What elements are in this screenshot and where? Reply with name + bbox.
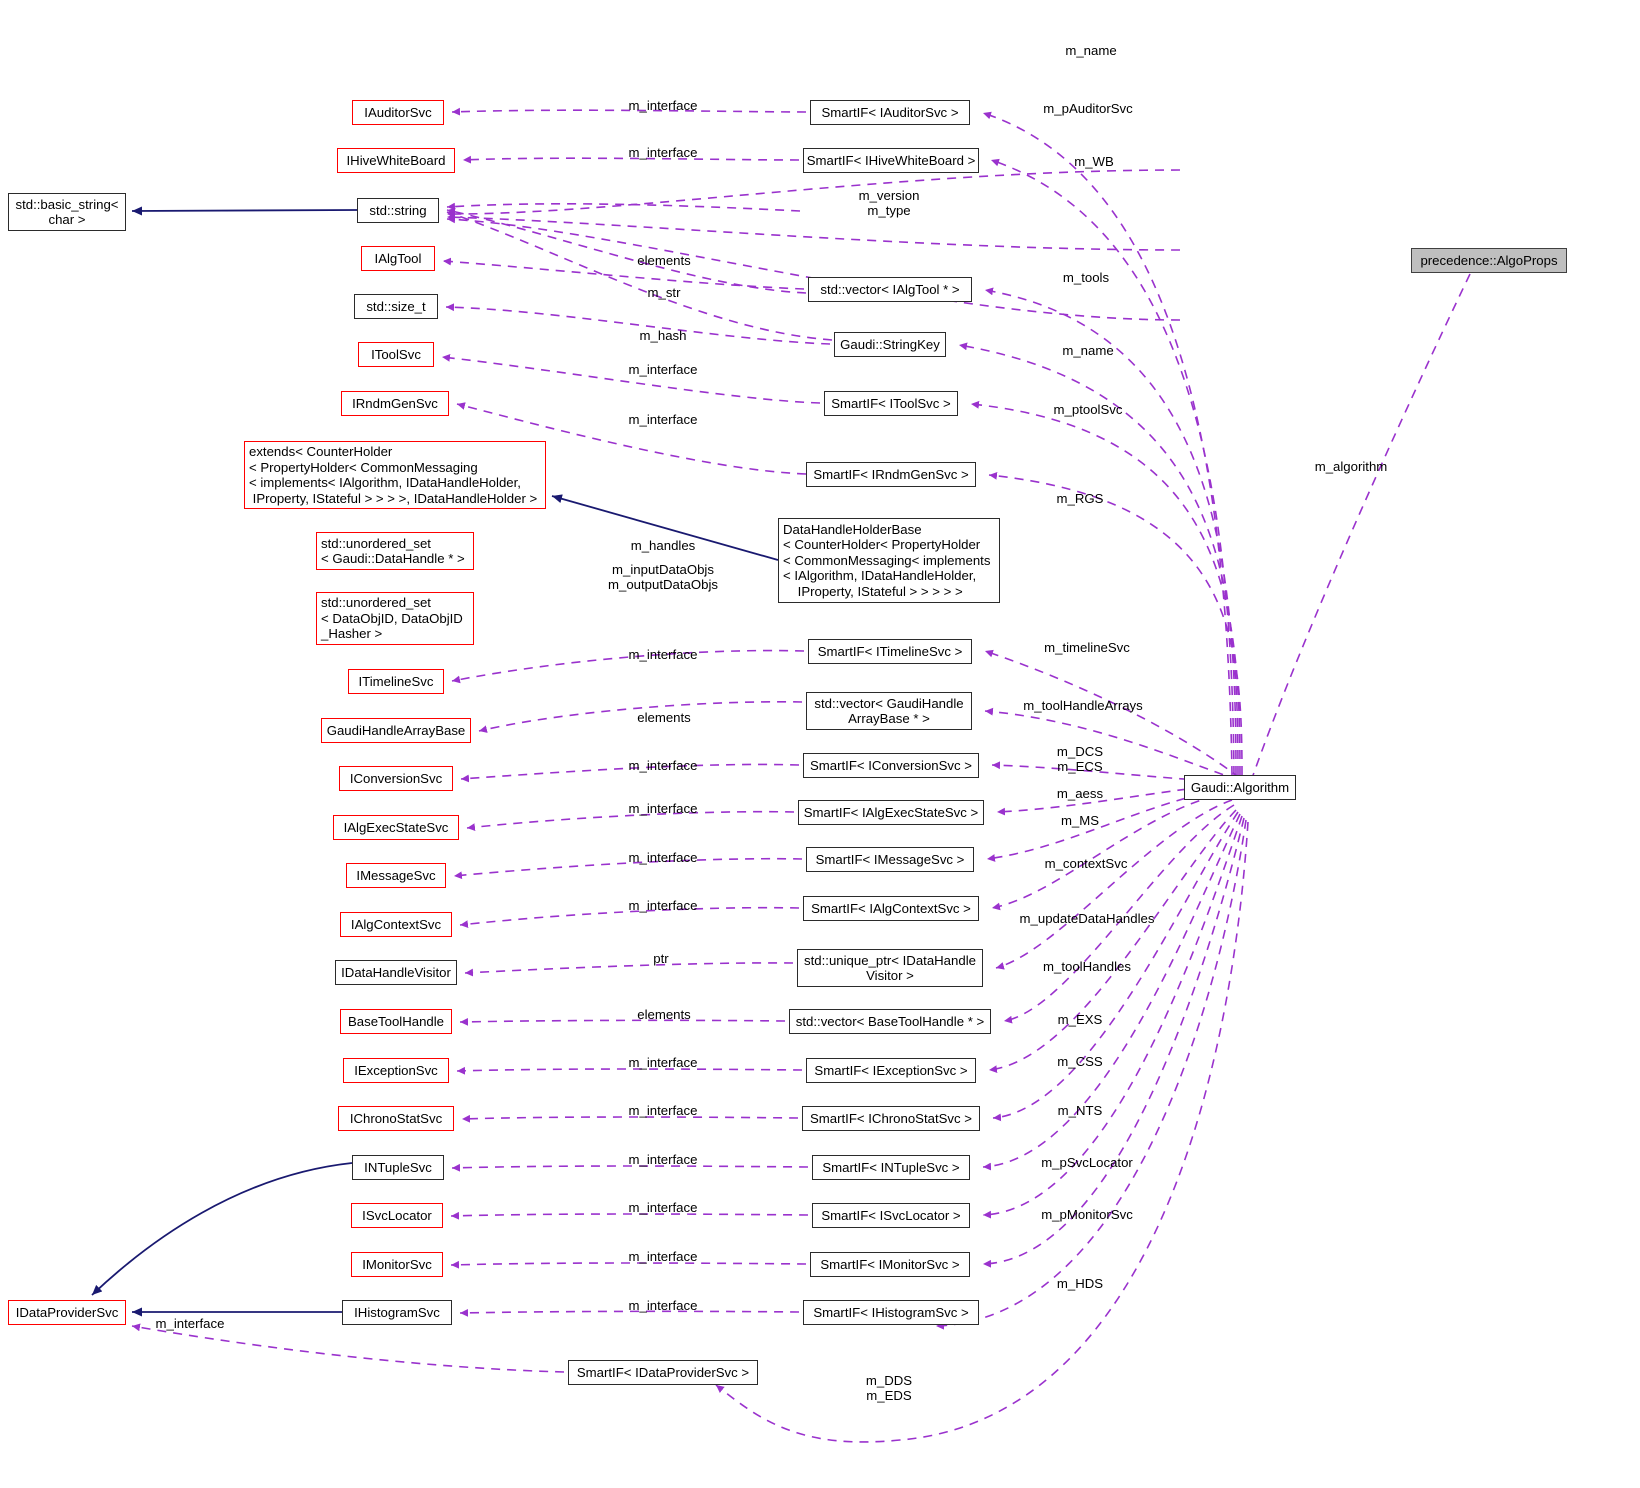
edge-label: m_HDS <box>1056 1276 1104 1291</box>
class-node-ialgtool[interactable]: IAlgTool <box>361 246 435 271</box>
edge-label: m_interface <box>628 362 698 377</box>
edge-label: m_interface <box>628 1200 698 1215</box>
class-node-smartif_idataprov[interactable]: SmartIF< IDataProviderSvc > <box>568 1360 758 1385</box>
class-node-ihistogramsvc[interactable]: IHistogramSvc <box>342 1300 452 1325</box>
class-node-uset_dataobjid[interactable]: std::unordered_set < DataObjID, DataObjI… <box>316 592 474 645</box>
edge-label: m_name <box>1062 343 1114 358</box>
class-node-irndmgensvc[interactable]: IRndmGenSvc <box>341 391 449 416</box>
edge-label: m_WB <box>1074 154 1114 169</box>
class-node-intuplesvc[interactable]: INTupleSvc <box>352 1155 444 1180</box>
class-node-extends[interactable]: extends< CounterHolder < PropertyHolder<… <box>244 441 546 509</box>
edge-label: m_tools <box>1062 270 1110 285</box>
edge-label: m_DDS m_EDS <box>865 1373 913 1403</box>
class-node-smartif_ialgexec[interactable]: SmartIF< IAlgExecStateSvc > <box>798 800 984 825</box>
edge-label: m_NTS <box>1057 1103 1103 1118</box>
edge-label: m_str <box>647 285 681 300</box>
edge-label: m_interface <box>628 1152 698 1167</box>
class-node-smartif_itoolsvc[interactable]: SmartIF< IToolSvc > <box>824 391 958 416</box>
class-node-iexceptionsvc[interactable]: IExceptionSvc <box>343 1058 449 1083</box>
edge-label: m_CSS <box>1057 1054 1103 1069</box>
class-node-itimelinesvc[interactable]: ITimelineSvc <box>348 669 444 694</box>
class-node-gaudi_stringkey[interactable]: Gaudi::StringKey <box>834 332 946 357</box>
edge-label: m_interface <box>155 1316 225 1331</box>
edge-label: m_interface <box>628 1249 698 1264</box>
edge-label: m_interface <box>628 412 698 427</box>
class-node-idataprovidersvc[interactable]: IDataProviderSvc <box>8 1300 126 1325</box>
class-node-smartif_ichronosvc[interactable]: SmartIF< IChronoStatSvc > <box>802 1106 980 1131</box>
edge-label: ptr <box>653 951 669 966</box>
class-node-algoprops[interactable]: precedence::AlgoProps <box>1411 248 1567 273</box>
class-node-smartif_itimelinesvc[interactable]: SmartIF< ITimelineSvc > <box>808 639 972 664</box>
edge-label: m_toolHandleArrays <box>1023 698 1143 713</box>
edge-label: m_toolHandles <box>1043 959 1131 974</box>
class-node-itoolsvc[interactable]: IToolSvc <box>358 342 434 367</box>
class-node-iauditorsvc[interactable]: IAuditorSvc <box>352 100 444 125</box>
class-node-smartif_imonitorsvc[interactable]: SmartIF< IMonitorSvc > <box>810 1252 970 1277</box>
edge-label: m_RGS <box>1056 491 1104 506</box>
class-node-basic_string[interactable]: std::basic_string< char > <box>8 193 126 231</box>
edge-label: m_timelineSvc <box>1044 640 1130 655</box>
edge-label: m_pAuditorSvc <box>1043 101 1133 116</box>
edge-label: m_interface <box>628 850 698 865</box>
class-node-vector_ghab[interactable]: std::vector< GaudiHandle ArrayBase * > <box>806 692 972 730</box>
class-node-ichronostatsvc[interactable]: IChronoStatSvc <box>338 1106 454 1131</box>
edge-label: m_interface <box>628 1298 698 1313</box>
class-node-vector_ialgtool[interactable]: std::vector< IAlgTool * > <box>808 277 972 302</box>
edge-label: m_name <box>1065 43 1117 58</box>
class-node-basetoolhandle[interactable]: BaseToolHandle <box>340 1009 452 1034</box>
edge-label: elements <box>637 1007 691 1022</box>
edge-label: m_aess <box>1056 786 1104 801</box>
class-node-ialgexecstatesvc[interactable]: IAlgExecStateSvc <box>333 815 459 840</box>
edge-label: m_hash <box>639 328 687 343</box>
class-node-stdstring[interactable]: std::string <box>357 198 439 223</box>
edge-label: m_interface <box>628 1055 698 1070</box>
edge-label: m_DCS m_ECS <box>1056 744 1104 774</box>
class-node-smartif_ialgctxsvc[interactable]: SmartIF< IAlgContextSvc > <box>803 896 979 921</box>
edge-label: m_algorithm <box>1314 459 1388 474</box>
edge-label: elements <box>637 710 691 725</box>
edge-label: m_interface <box>628 898 698 913</box>
edge-label: m_version m_type <box>858 188 920 218</box>
class-node-vector_basetool[interactable]: std::vector< BaseToolHandle * > <box>789 1009 991 1034</box>
edge-label: m_EXS <box>1057 1012 1103 1027</box>
class-node-smartif_iexcsvc[interactable]: SmartIF< IExceptionSvc > <box>806 1058 976 1083</box>
edge-label: m_updateDataHandles <box>1019 911 1155 926</box>
edge-label: m_pSvcLocator <box>1041 1155 1133 1170</box>
class-node-uset_handle[interactable]: std::unordered_set < Gaudi::DataHandle *… <box>316 532 474 570</box>
edge-label: m_interface <box>628 647 698 662</box>
class-node-smartif_iconvsvc[interactable]: SmartIF< IConversionSvc > <box>803 753 979 778</box>
class-node-smartif_isvclocator[interactable]: SmartIF< ISvcLocator > <box>812 1203 970 1228</box>
edge-label: m_MS <box>1060 813 1100 828</box>
class-node-idatahandlevisitor[interactable]: IDataHandleVisitor <box>335 960 457 985</box>
edge-label: m_handles <box>630 538 696 553</box>
edge-label: elements <box>637 253 691 268</box>
class-node-smartif_ihistogram[interactable]: SmartIF< IHistogramSvc > <box>803 1300 979 1325</box>
edge-label: m_interface <box>628 145 698 160</box>
class-node-uniqueptr_idhv[interactable]: std::unique_ptr< IDataHandle Visitor > <box>797 949 983 987</box>
edge-label: m_interface <box>628 98 698 113</box>
class-node-smartif_iauditorsvc[interactable]: SmartIF< IAuditorSvc > <box>810 100 970 125</box>
class-node-smartif_ihivewb[interactable]: SmartIF< IHiveWhiteBoard > <box>803 148 979 173</box>
class-node-dhhb[interactable]: DataHandleHolderBase < CounterHolder< Pr… <box>778 518 1000 603</box>
edge-label: m_interface <box>628 801 698 816</box>
edge-label: m_contextSvc <box>1044 856 1128 871</box>
class-node-gaudihandlearraybase[interactable]: GaudiHandleArrayBase <box>321 718 471 743</box>
edge-label: m_interface <box>628 1103 698 1118</box>
class-node-imessagesvc[interactable]: IMessageSvc <box>346 863 446 888</box>
class-node-smartif_intuplesvc[interactable]: SmartIF< INTupleSvc > <box>812 1155 970 1180</box>
edge-label: m_pMonitorSvc <box>1041 1207 1133 1222</box>
edge-label: m_inputDataObjs m_outputDataObjs <box>608 562 718 592</box>
edge-label: m_ptoolSvc <box>1053 402 1123 417</box>
class-node-smartif_irndmgensvc[interactable]: SmartIF< IRndmGenSvc > <box>806 462 976 487</box>
class-node-ialgcontextsvc[interactable]: IAlgContextSvc <box>340 912 452 937</box>
class-node-iconversionsvc[interactable]: IConversionSvc <box>339 766 453 791</box>
class-node-ihivewhiteboard[interactable]: IHiveWhiteBoard <box>337 148 455 173</box>
class-node-isvclocator[interactable]: ISvcLocator <box>351 1203 443 1228</box>
class-node-gaudi_algorithm[interactable]: Gaudi::Algorithm <box>1184 775 1296 800</box>
class-node-imonitorsvc[interactable]: IMonitorSvc <box>351 1252 443 1277</box>
class-node-smartif_imessagesvc[interactable]: SmartIF< IMessageSvc > <box>806 847 974 872</box>
edge-label: m_interface <box>628 758 698 773</box>
class-node-size_t[interactable]: std::size_t <box>354 294 438 319</box>
